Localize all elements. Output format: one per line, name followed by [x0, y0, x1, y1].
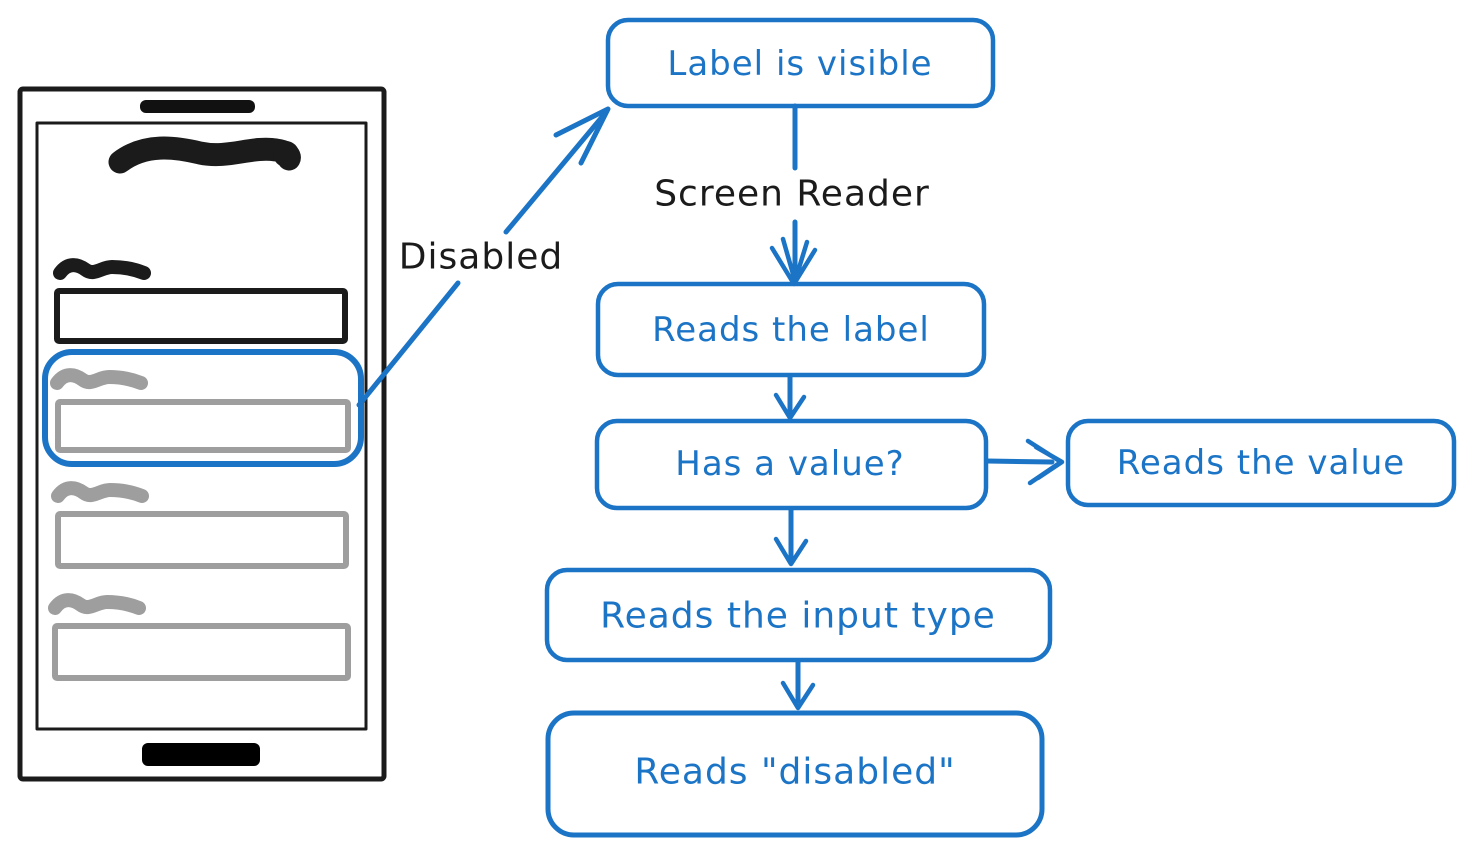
arrowhead-down — [780, 680, 816, 711]
text-input-box — [55, 399, 351, 453]
node-reads-label-text: Reads the label — [652, 310, 930, 350]
field-label-scribble — [51, 481, 149, 503]
edge-segment — [984, 458, 1055, 465]
arrowhead-down — [773, 392, 807, 421]
title-scribble-blob — [273, 141, 299, 167]
edge-label-disabled: Disabled — [399, 237, 563, 278]
phone-speaker — [140, 100, 255, 113]
form-field-active — [53, 258, 348, 344]
node-reads-disabled — [545, 710, 1045, 838]
node-reads-input-type-text: Reads the input type — [600, 596, 996, 637]
text-input-box — [55, 511, 349, 569]
phone-frame — [17, 86, 387, 782]
phone-screen — [35, 121, 368, 731]
field-label-scribble — [48, 593, 146, 615]
edge-to-reads-input-type — [773, 507, 809, 567]
node-has-value-text: Has a value? — [675, 444, 904, 484]
form-field-disabled — [50, 368, 351, 453]
flowchart: Label is visible Screen Reader Reads the… — [544, 17, 1457, 838]
edge-to-reads-disabled — [780, 659, 816, 711]
text-input-box — [52, 623, 351, 681]
edge-label-screen-reader: Screen Reader — [654, 174, 930, 215]
form-field-gray-2 — [48, 593, 351, 681]
edge-screen-reader: Screen Reader — [654, 103, 930, 287]
text-input-box — [54, 288, 348, 344]
edge-to-has-value — [773, 374, 807, 421]
arrowhead-down — [773, 536, 809, 567]
phone-home-button — [142, 743, 260, 766]
title-scribble — [108, 136, 301, 174]
node-reads-value — [1065, 418, 1457, 508]
node-reads-disabled-text: Reads "disabled" — [634, 752, 955, 793]
edge-disabled-segment-lower — [356, 280, 461, 408]
field-label-scribble — [53, 258, 151, 280]
edge-to-reads-value — [984, 438, 1065, 486]
field-label-scribble — [50, 368, 148, 390]
arrowhead-up-right — [553, 106, 611, 166]
node-label-visible-text: Label is visible — [667, 44, 932, 84]
form-field-gray-1 — [51, 481, 349, 569]
node-label-visible — [605, 17, 996, 109]
phone-mockup — [17, 86, 387, 782]
edge-disabled-segment-upper — [503, 114, 605, 235]
edge-disabled: Disabled — [356, 106, 611, 408]
arrowhead-right — [1025, 438, 1065, 486]
node-reads-value-text: Reads the value — [1117, 443, 1405, 483]
disabled-field-highlight — [42, 349, 364, 467]
